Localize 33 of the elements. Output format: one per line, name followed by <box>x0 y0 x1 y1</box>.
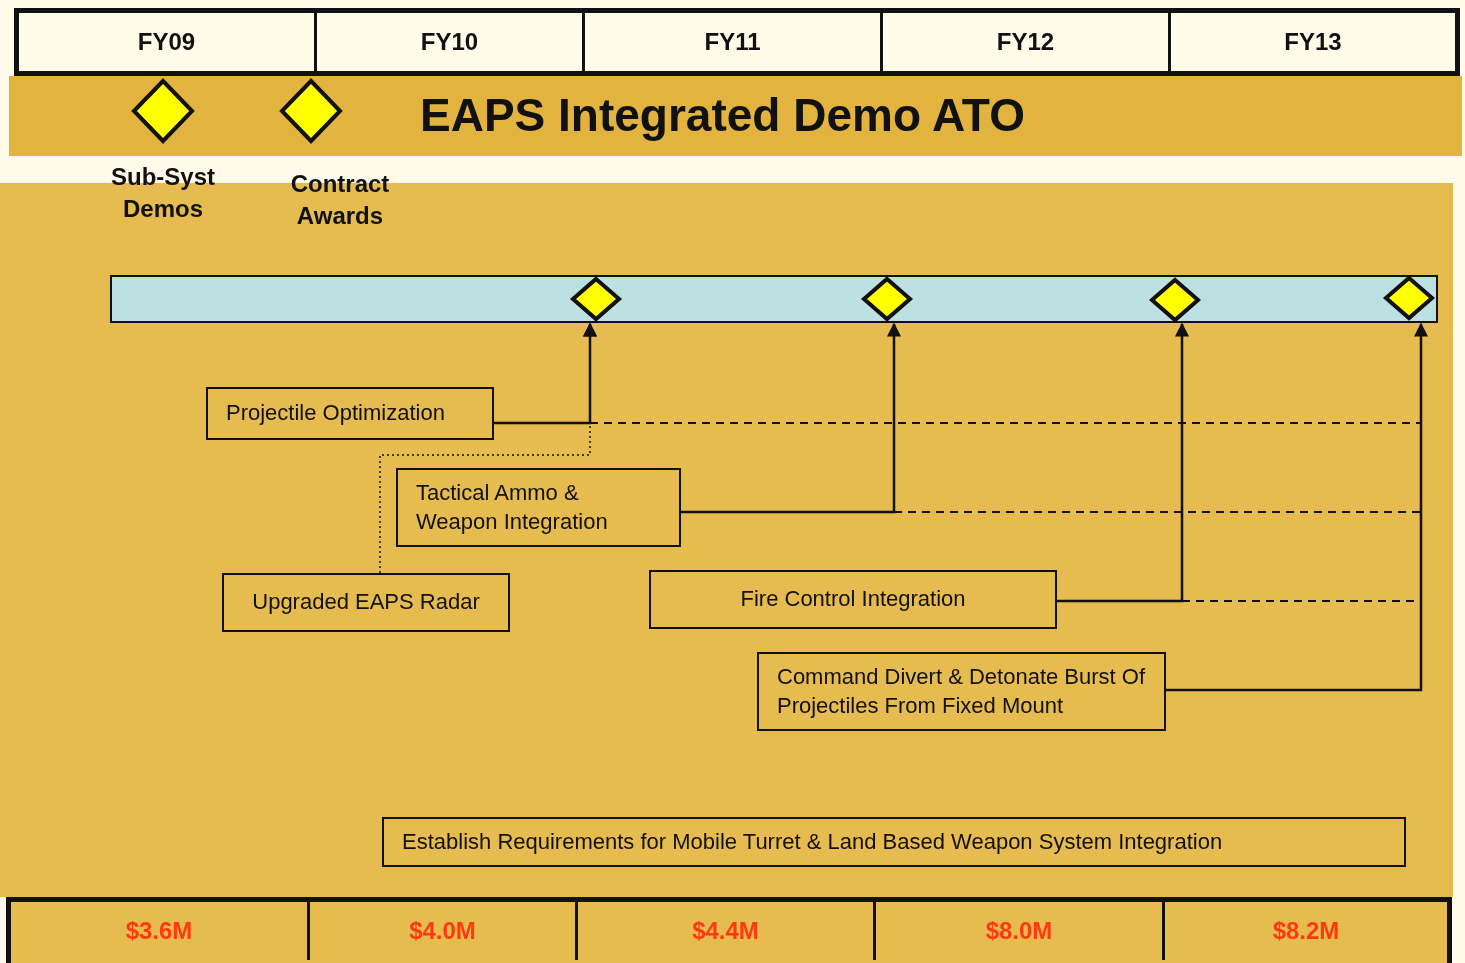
fiscal-year-label: FY11 <box>582 13 880 71</box>
fiscal-year-label: FY09 <box>136 27 197 57</box>
milestone-diamond <box>571 277 621 321</box>
arrow <box>1057 322 1189 603</box>
fiscal-year-label: FY12 <box>880 13 1168 71</box>
task-label: Tactical Ammo & Weapon Integration <box>416 478 609 536</box>
task-box <box>396 468 681 547</box>
fiscal-year-label: FY10 <box>314 13 582 71</box>
arrow <box>681 322 901 514</box>
task-box <box>757 652 1166 731</box>
funding-amount: $4.0M <box>307 902 575 960</box>
funding-amount: $4.4M <box>575 902 873 960</box>
dotted-arrow <box>379 322 597 574</box>
task-box <box>382 817 1406 867</box>
title: EAPS Integrated Demo ATO <box>420 88 1025 142</box>
task-label: Fire Control Integration <box>740 585 966 614</box>
legend-label: Sub-Syst Demos <box>110 162 216 224</box>
task-label: Upgraded EAPS Radar <box>252 588 480 617</box>
timeline-bar <box>110 275 1438 323</box>
milestone-diamond <box>862 277 912 321</box>
task-label: Command Divert & Detonate Burst Of Projectiles From Fixed Mount <box>777 662 1146 720</box>
fiscal-year-label: FY13 <box>1168 13 1455 71</box>
task-box <box>222 573 510 632</box>
task-box <box>649 570 1057 629</box>
funding-amount: $3.6M <box>124 916 194 946</box>
milestone-diamond <box>1384 276 1434 320</box>
task-label: Projectile Optimization <box>226 399 445 428</box>
arrow <box>1166 322 1428 692</box>
funding-amount: $8.0M <box>873 902 1162 960</box>
task-box <box>206 387 494 440</box>
task-label: Establish Requirements for Mobile Turret & Land Based Weapon System Integration <box>402 827 1223 856</box>
funding-amount: $8.2M <box>1162 902 1447 960</box>
milestone-diamond <box>1150 278 1200 322</box>
